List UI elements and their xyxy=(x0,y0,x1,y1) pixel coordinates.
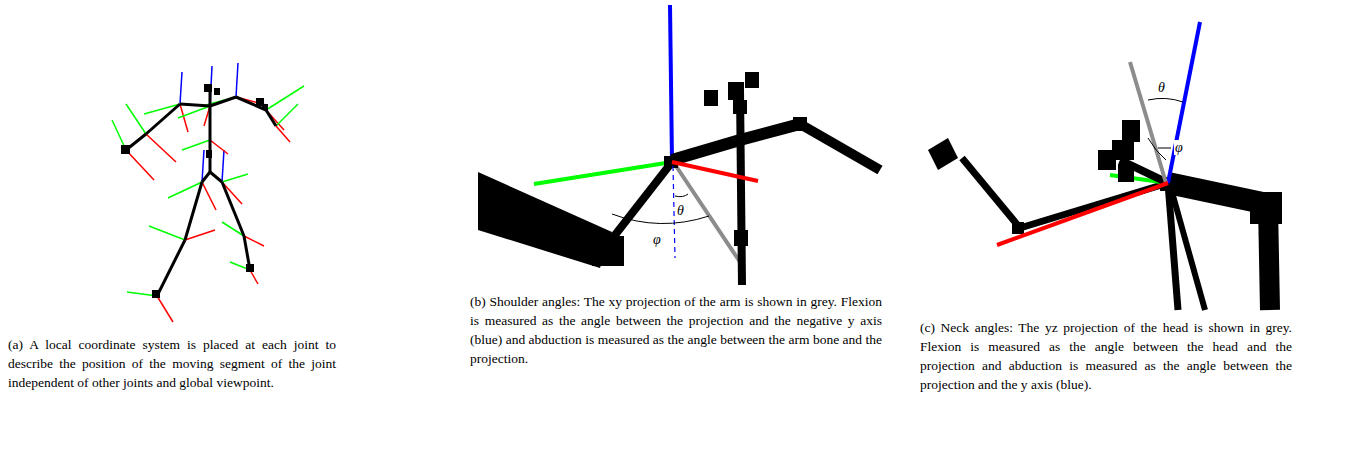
angle-symbol: φ xyxy=(652,232,662,247)
figure-caption: (c) Neck angles: The yz projection of th… xyxy=(920,318,1292,394)
neck-illustration xyxy=(928,22,1282,310)
figure-caption: (b) Shoulder angles: The xy projection o… xyxy=(470,292,882,368)
angle-symbol: θ xyxy=(1157,80,1166,95)
figure-caption: (a) A local coordinate system is placed … xyxy=(8,335,336,392)
skeleton-axes xyxy=(112,63,304,322)
angle-symbol: θ xyxy=(676,203,685,218)
angle-symbol: φ xyxy=(1174,140,1184,155)
shoulder-illustration xyxy=(478,5,880,285)
